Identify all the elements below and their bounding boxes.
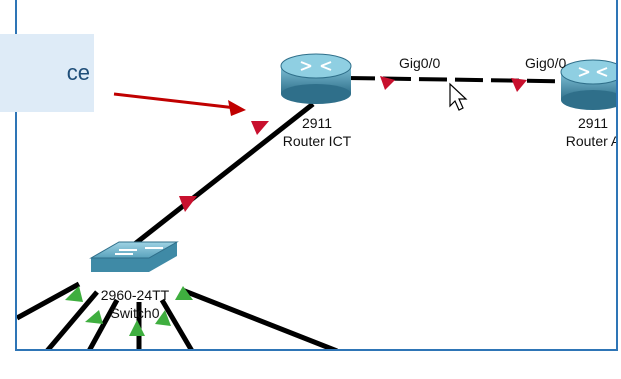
switch-model-label: 2960-24TT (101, 287, 170, 303)
callout-box: ce (0, 34, 94, 112)
router-model-label: 2911 (578, 115, 608, 131)
router-icon[interactable] (560, 59, 618, 110)
router-model-label: 2911 (302, 115, 332, 131)
link-up-indicator (155, 310, 171, 326)
router-name-label: Router A (566, 133, 618, 149)
packet-tracer-workspace: 2911 Router ICT 2911 Router A Gig0/0 Gig… (15, 0, 618, 351)
mouse-cursor-icon (449, 82, 468, 111)
link-down-indicator (380, 76, 395, 90)
router-name-label: Router ICT (283, 133, 352, 149)
link-up-indicator (175, 286, 193, 300)
router-icon[interactable] (280, 53, 352, 104)
link-down-indicator (251, 121, 269, 135)
topology-canvas: 2911 Router ICT 2911 Router A Gig0/0 Gig… (17, 53, 618, 349)
interface-label: Gig0/0 (525, 55, 566, 71)
link-down-indicator (511, 78, 527, 92)
link-up-indicator (65, 286, 83, 302)
link-up-indicator (85, 310, 103, 324)
switch-access-links (17, 281, 338, 349)
link-router-switch[interactable] (125, 102, 315, 252)
interface-label: Gig0/0 (399, 55, 440, 71)
switch-icon[interactable] (89, 241, 179, 272)
link-up-indicator (129, 320, 145, 336)
switch-name-label: Switch0 (110, 305, 159, 321)
callout-text: ce (66, 60, 90, 85)
link-down-indicator (179, 196, 197, 212)
